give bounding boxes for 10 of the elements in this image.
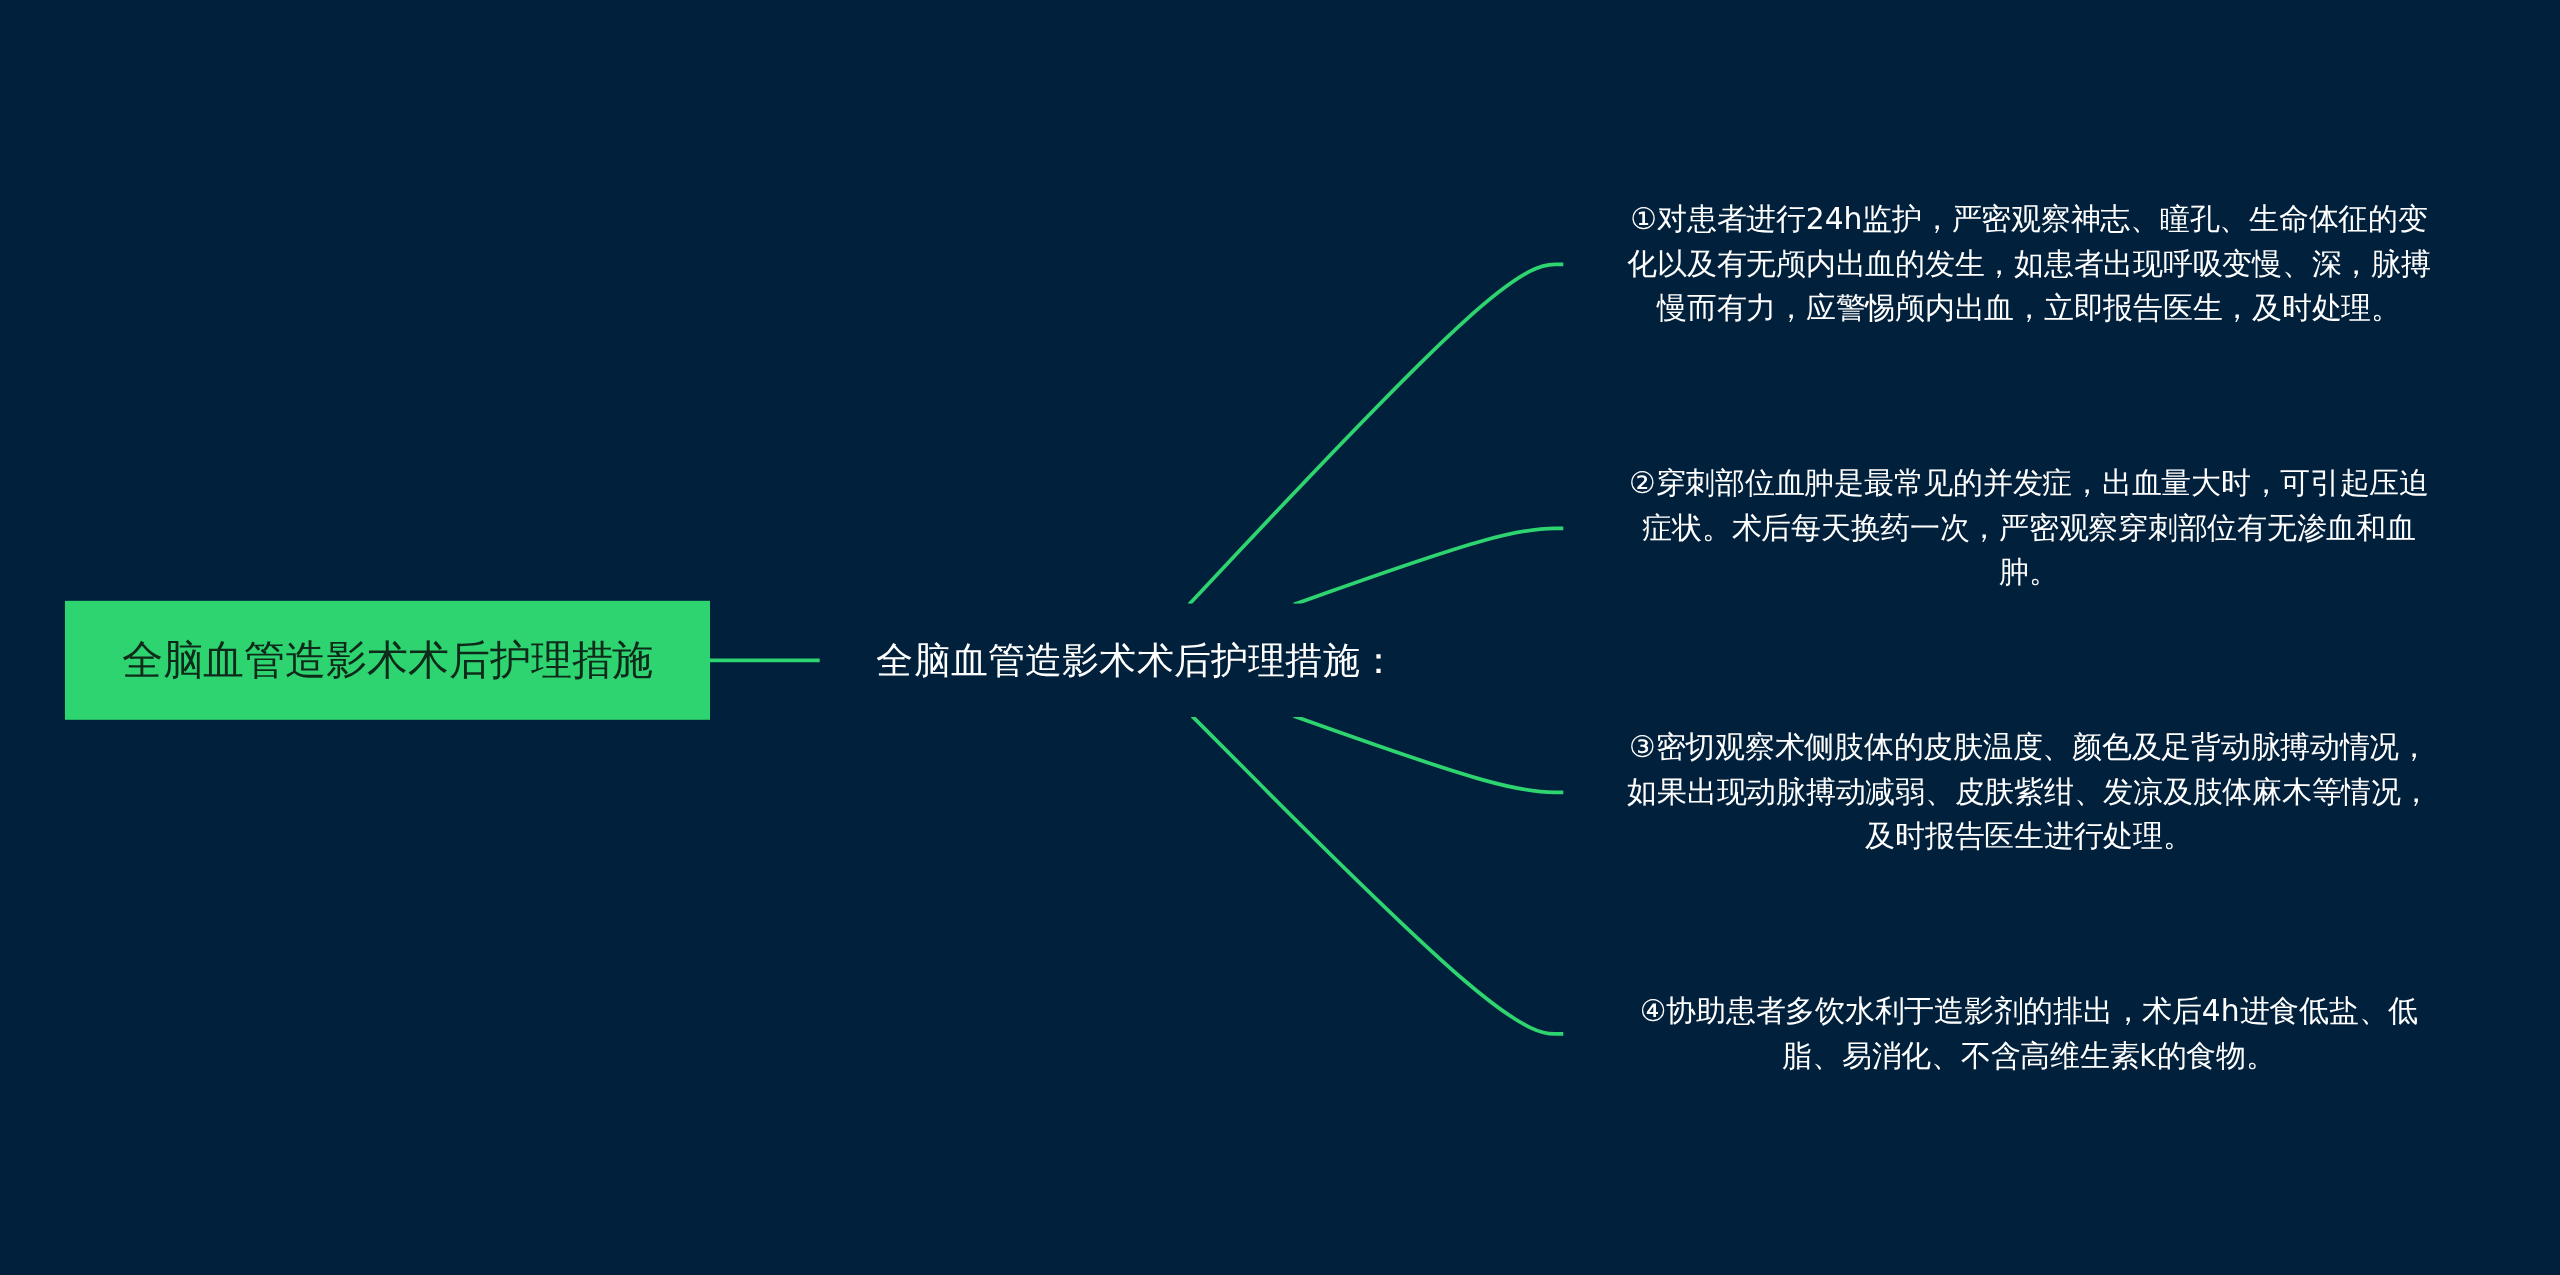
node-text: ①对患者进行24h监护，严密观察神志、瞳孔、生命体征的变化以及有无颅内出血的发生，如患者出现呼吸变慢、深，脉搏慢而有力，应警惕颅内出血，立即报告医生，及时处理。	[1627, 200, 2431, 326]
node-text: ④协助患者多饮水利于造影剂的排出，术后4h进食低盐、低脂、易消化、不含高维生素k的食物。	[1640, 992, 2419, 1073]
node-box: 全脑血管造影术术后护理措施	[65, 600, 711, 720]
connector	[709, 657, 821, 662]
node-text: 全脑血管造影术术后护理措施：	[876, 637, 1398, 683]
connector	[1187, 261, 1565, 606]
connector	[1293, 525, 1565, 606]
connector	[1191, 714, 1565, 1036]
node-text: ②穿刺部位血肿是最常见的并发症，出血量大时，可引起压迫症状。术后每天换药一次，严密观察穿刺部位有无渗血和血肿。	[1629, 464, 2430, 590]
node-text: ③密切观察术侧肢体的皮肤温度、颜色及足背动脉搏动情况，如果出现动脉搏动减弱、皮肤紫绀、发凉及肢体麻木等情况，及时报告医生进行处理。	[1627, 728, 2431, 854]
